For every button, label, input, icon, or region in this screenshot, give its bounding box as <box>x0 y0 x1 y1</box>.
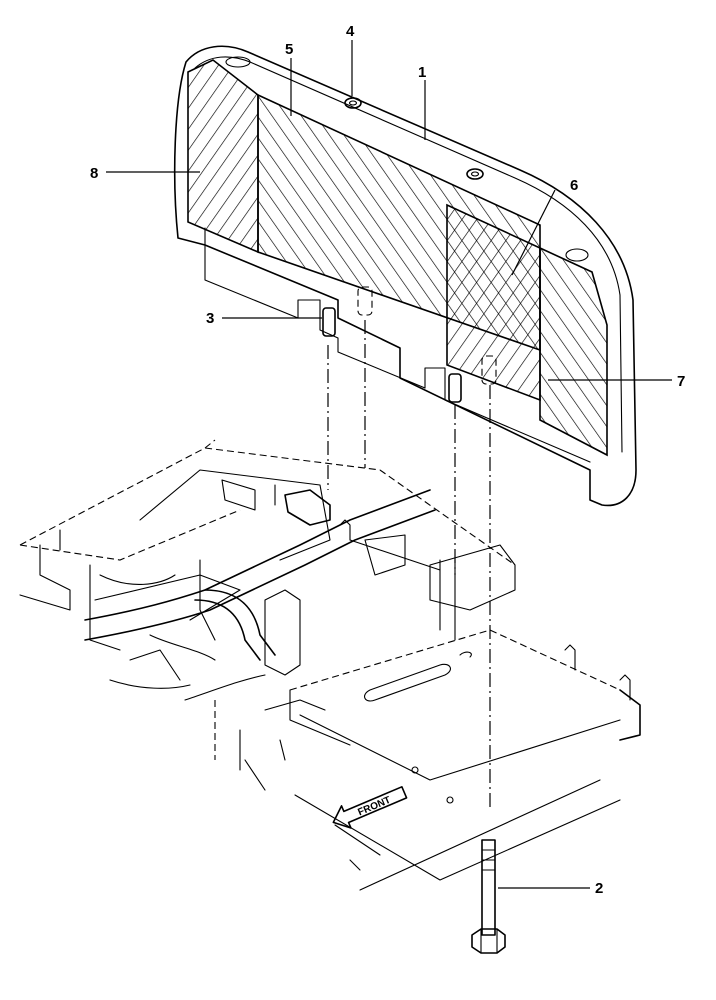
callout-7: 7 <box>548 373 685 390</box>
seat-pivot-pin <box>322 307 336 337</box>
callout-4-label: 4 <box>346 23 355 40</box>
callout-3: 3 <box>206 310 322 327</box>
seat-shell-outline <box>173 45 637 507</box>
callout-7-label: 7 <box>677 373 685 390</box>
front-direction-arrow: FRONT <box>332 786 408 829</box>
callout-5-label: 5 <box>285 41 293 58</box>
top-left-slot <box>225 56 251 68</box>
left-side-pad <box>187 59 259 254</box>
seat-shell-inner-lip <box>194 56 623 453</box>
callout-8-label: 8 <box>90 165 98 182</box>
callout-4: 4 <box>346 23 355 96</box>
right-outer-pad <box>539 246 608 457</box>
mounting-nut-right <box>466 168 484 180</box>
hidden-boss-right <box>481 355 497 385</box>
top-right-slot <box>565 248 589 262</box>
callout-2-label: 2 <box>595 880 603 897</box>
callout-1: 1 <box>418 64 426 140</box>
callout-6: 6 <box>511 177 578 276</box>
callout-2: 2 <box>498 880 603 897</box>
callout-8: 8 <box>90 165 200 182</box>
callout-3-label: 3 <box>206 310 214 327</box>
mounting-bolt <box>471 839 506 954</box>
callout-1-label: 1 <box>418 64 426 81</box>
chassis-frame <box>19 439 641 891</box>
mounting-nut-left <box>344 97 362 109</box>
hidden-boss-left <box>357 286 373 316</box>
callout-6-label: 6 <box>570 177 578 194</box>
callout-5: 5 <box>285 41 293 116</box>
alignment-centerlines <box>327 320 491 810</box>
seat-cushion-assembly <box>173 45 637 507</box>
seat-pivot-pin-right <box>448 373 462 403</box>
